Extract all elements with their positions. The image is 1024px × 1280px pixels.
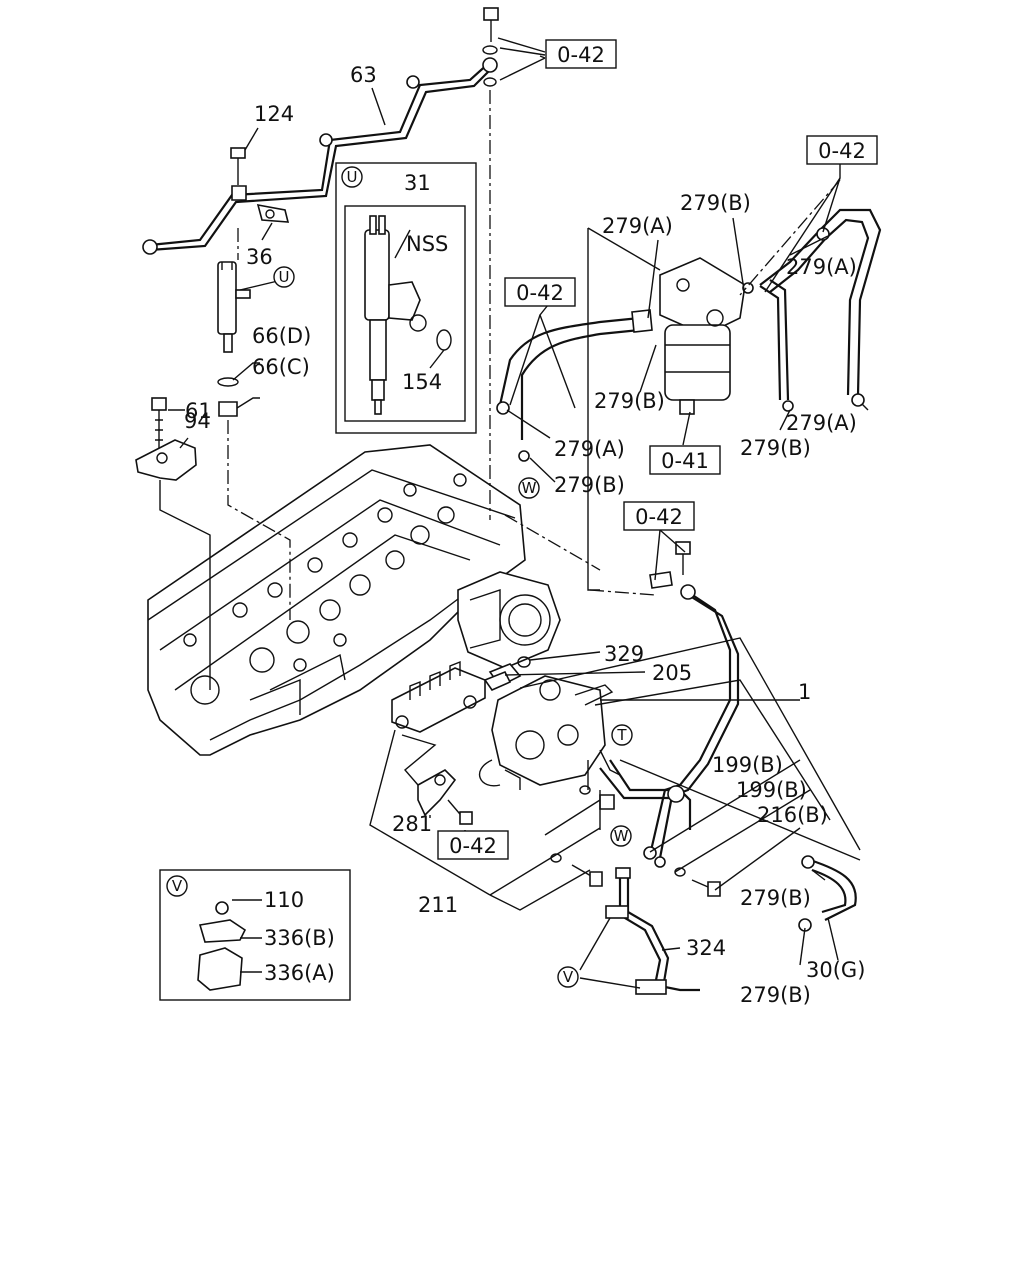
marker-letter: W [614, 827, 629, 845]
callout-279a-4: 279(A) [554, 437, 625, 461]
callout-216b: 216(B) [757, 803, 828, 827]
ref-box-6: 0-41 [649, 445, 721, 475]
callout-279b-5: 279(B) [740, 886, 811, 910]
ref-label: 0-42 [818, 139, 866, 163]
marker-w2: W [610, 825, 632, 847]
marker-u2: U [273, 266, 295, 288]
marker-w1: W [518, 477, 540, 499]
callout-279a-2: 279(A) [786, 255, 857, 279]
callout-63: 63 [350, 63, 377, 87]
callout-66c: 66(C) [252, 355, 310, 379]
marker-v1: V [166, 875, 188, 897]
callout-61: 61 [185, 399, 212, 423]
fuel-hose-right [742, 208, 882, 412]
top-bolt [482, 7, 499, 87]
injector-detail-box [335, 162, 477, 434]
clamp-94 [135, 439, 197, 481]
callout-199b-2: 199(B) [736, 778, 807, 802]
callout-329: 329 [604, 642, 644, 666]
marker-letter: W [522, 479, 537, 497]
callout-211: 211 [418, 893, 458, 917]
mid-bolt [649, 541, 691, 589]
ref-label: 0-42 [516, 281, 564, 305]
detail-box-v [159, 869, 351, 1001]
callout-279b-1: 279(B) [680, 191, 751, 215]
callout-66d: 66(D) [252, 324, 311, 348]
callout-31: 31 [404, 171, 431, 195]
callout-279a-1: 279(A) [602, 214, 673, 238]
pipe-324 [605, 867, 700, 995]
callout-279b-3: 279(B) [740, 436, 811, 460]
marker-v2: V [557, 966, 579, 988]
callout-154: 154 [402, 370, 442, 394]
clamp-36 [256, 203, 290, 223]
callout-labels: 63 124 36 31 NSS 154 66(D) 66(C) 61 94 2… [184, 63, 865, 1007]
callout-281: 281 [392, 812, 432, 836]
seal-66c [218, 401, 238, 417]
injector [217, 261, 251, 353]
callout-199b-1: 199(B) [712, 753, 783, 777]
callout-279a-3: 279(A) [786, 411, 857, 435]
callout-336b: 336(B) [264, 926, 335, 950]
ref-label: 0-42 [557, 43, 605, 67]
centerlines [159, 90, 861, 911]
callout-94: 94 [184, 409, 211, 433]
marker-letter: T [616, 726, 627, 744]
callout-nss: NSS [406, 232, 448, 256]
leak-off-pipe-63 [142, 57, 498, 255]
callout-1: 1 [798, 680, 811, 704]
callout-124: 124 [254, 102, 294, 126]
ref-box-3: 0-42 [504, 277, 576, 307]
ref-label: 0-42 [449, 834, 497, 858]
fuel-hose-left [496, 309, 653, 462]
callout-279b-2: 279(B) [594, 389, 665, 413]
ref-label: 0-41 [661, 449, 709, 473]
callout-336a: 336(A) [264, 961, 335, 985]
callout-110: 110 [264, 888, 304, 912]
callout-279b-6: 279(B) [740, 983, 811, 1007]
callout-324: 324 [686, 936, 726, 960]
oring-66d [217, 377, 239, 387]
callout-36: 36 [246, 245, 273, 269]
fuel-supply-pump [478, 663, 614, 790]
ref-label: 0-42 [635, 505, 683, 529]
return-pipe-1 [599, 584, 740, 868]
ref-box-2: 0-42 [806, 135, 878, 165]
common-rail [391, 660, 486, 733]
callout-30g: 30(G) [806, 958, 865, 982]
fuel-filter [659, 257, 746, 415]
bolt-124 [230, 147, 247, 201]
marker-t: T [611, 724, 633, 746]
marker-u1: U [341, 166, 363, 188]
marker-letter: V [172, 877, 183, 895]
cylinder-head [147, 444, 561, 756]
marker-letter: U [279, 268, 290, 286]
callout-279b-4: 279(B) [554, 473, 625, 497]
fasteners-bottom [483, 656, 721, 897]
bracket-281 [417, 769, 473, 825]
marker-letter: U [347, 168, 358, 186]
ref-box-4: 0-42 [623, 501, 695, 531]
bolt-61 [151, 397, 167, 450]
leaders [168, 37, 869, 989]
ref-box-5: 0-42 [437, 830, 509, 860]
marker-letter: V [563, 968, 574, 986]
ref-box-1: 0-42 [545, 39, 617, 69]
callout-205: 205 [652, 661, 692, 685]
